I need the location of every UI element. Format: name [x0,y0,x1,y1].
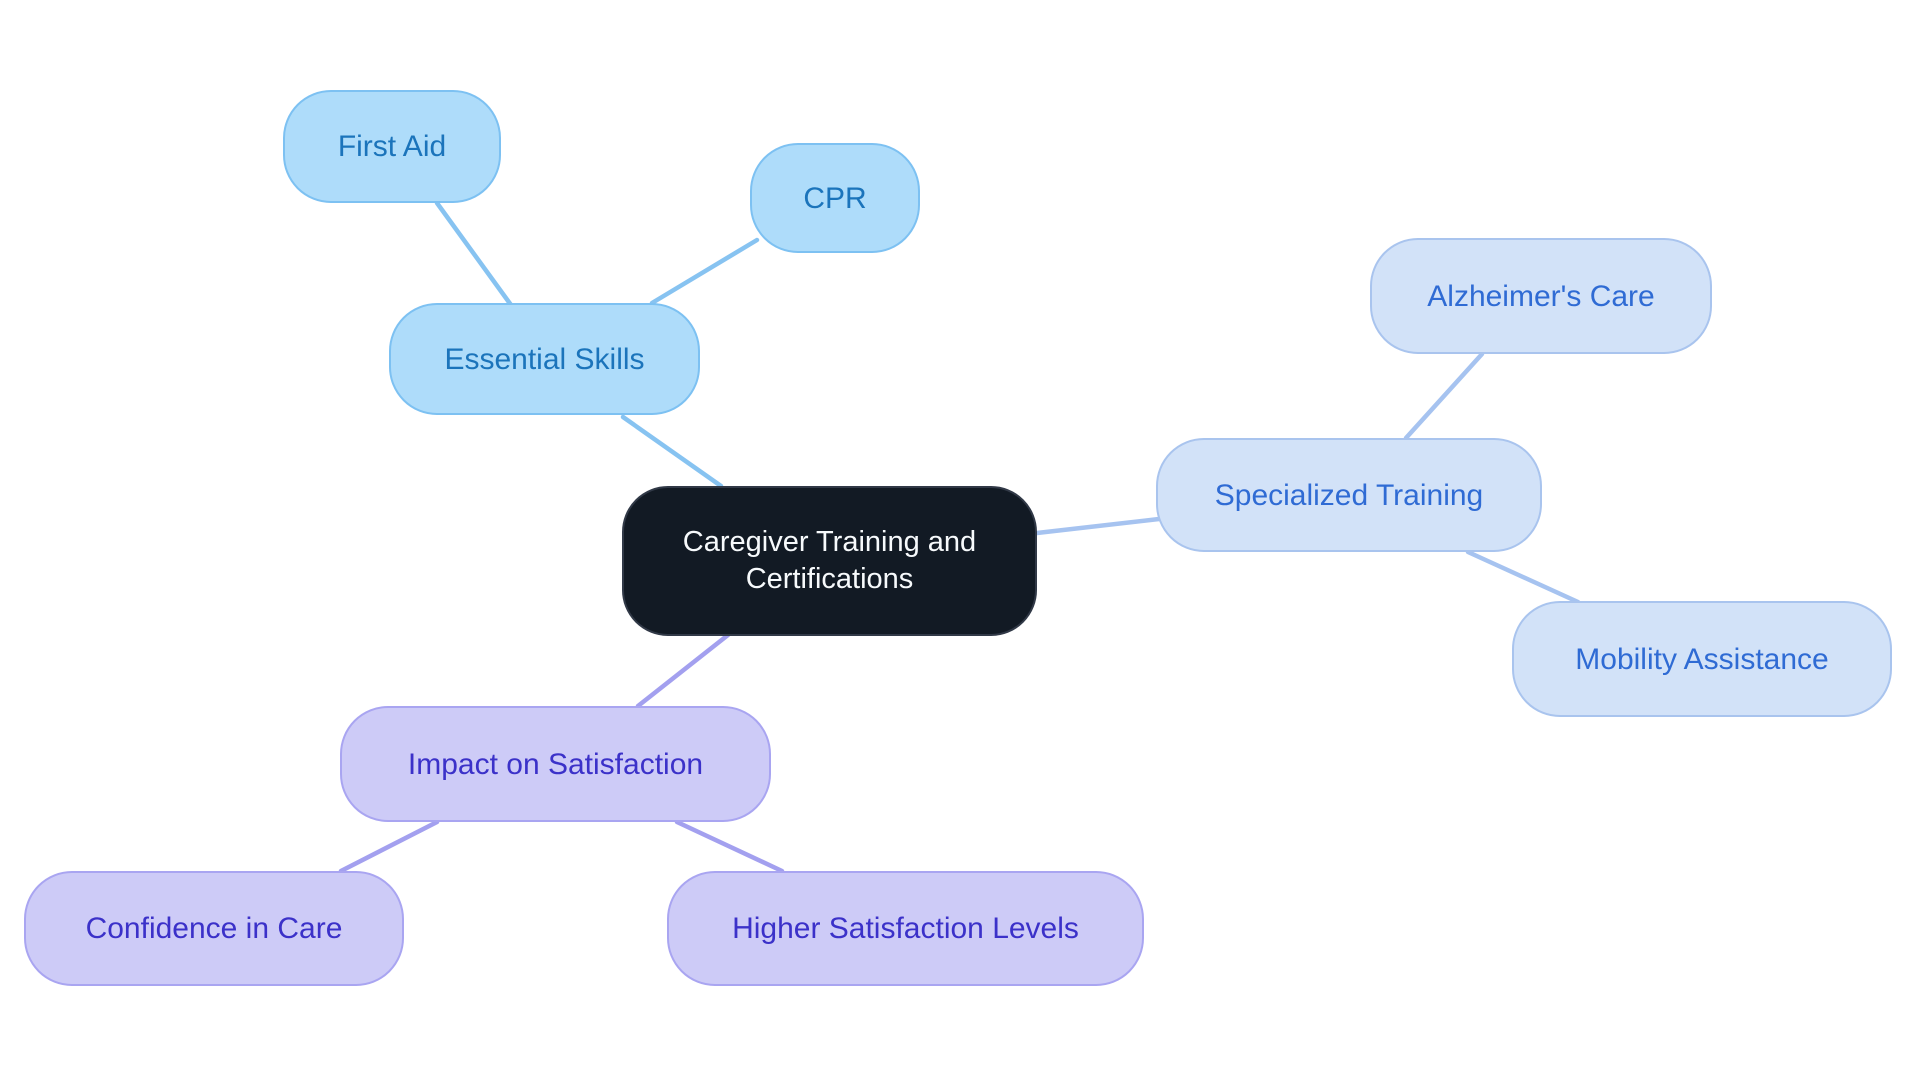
node-mobility-assistance[interactable]: Mobility Assistance [1512,601,1892,717]
node-higher-satisfaction-levels[interactable]: Higher Satisfaction Levels [667,871,1144,986]
edge-alzheimers-care-to-specialized-training [1403,351,1485,441]
node-specialized-training[interactable]: Specialized Training [1156,438,1542,552]
node-label-cpr: CPR [803,181,867,215]
node-label-first-aid: First Aid [337,130,447,163]
node-first-aid[interactable]: First Aid [283,90,501,203]
edge-first-aid-to-essential-skills [434,200,514,308]
edge-root-to-impact-on-satisfaction [635,632,731,709]
node-label-confidence-in-care: Confidence in Care [85,912,343,945]
node-label-root: Caregiver Training and Certifications [682,526,977,595]
edge-specialized-training-to-mobility-assistance [1465,549,1581,605]
edge-root-to-specialized-training [1034,516,1162,536]
node-label-alzheimers-care: Alzheimer's Care [1427,279,1655,313]
node-root[interactable]: Caregiver Training and Certifications [622,486,1037,636]
node-essential-skills[interactable]: Essential Skills [389,303,700,415]
node-label-mobility-assistance: Mobility Assistance [1575,642,1829,676]
edge-impact-on-satisfaction-to-confidence-in-care [338,819,440,874]
node-label-higher-satisfaction-levels: Higher Satisfaction Levels [732,912,1079,945]
node-confidence-in-care[interactable]: Confidence in Care [24,871,404,986]
node-label-essential-skills: Essential Skills [444,342,645,376]
node-alzheimers-care[interactable]: Alzheimer's Care [1370,238,1712,354]
edge-impact-on-satisfaction-to-higher-satisfaction-levels [674,819,785,874]
node-cpr[interactable]: CPR [750,143,920,253]
node-label-specialized-training: Specialized Training [1214,478,1484,512]
node-label-impact-on-satisfaction: Impact on Satisfaction [407,747,704,781]
edge-cpr-to-essential-skills [649,237,760,306]
edge-essential-skills-to-root [620,414,724,489]
node-impact-on-satisfaction[interactable]: Impact on Satisfaction [340,706,771,822]
